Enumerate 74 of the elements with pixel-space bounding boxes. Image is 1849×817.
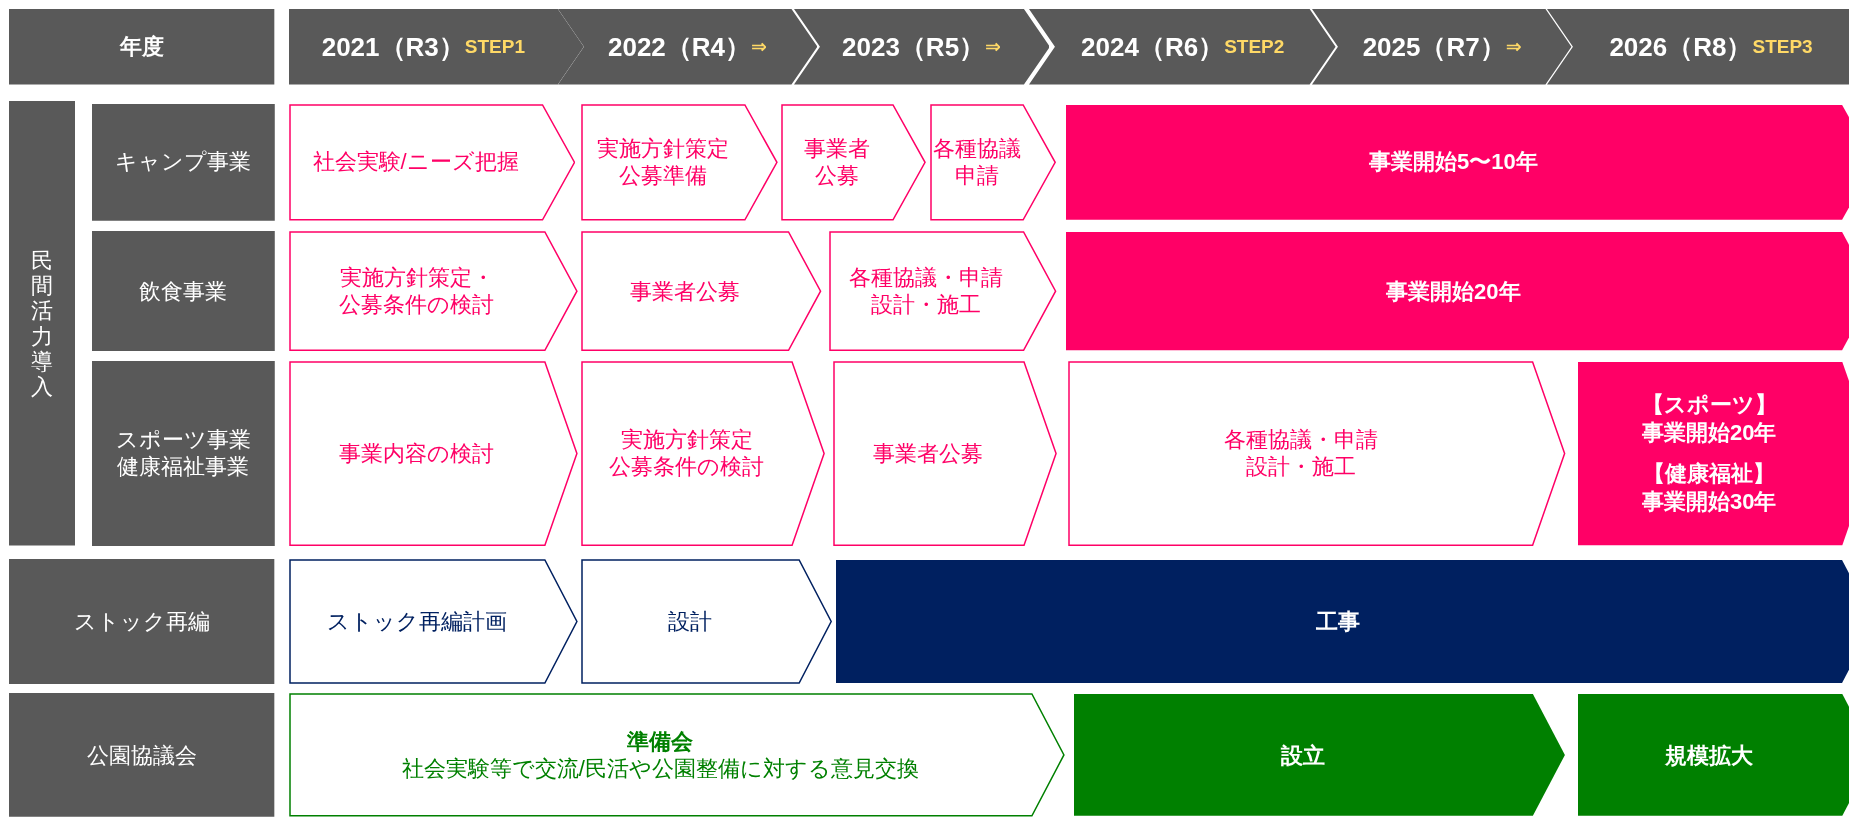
phase-box <box>832 360 1057 546</box>
step-label: ⇒ <box>1505 35 1522 60</box>
phase-label: 各種協議申請 <box>932 134 1021 190</box>
phase-label: 事業内容の検討 <box>339 439 495 468</box>
header-box <box>9 9 275 85</box>
year-box <box>1547 9 1849 85</box>
phase-box <box>581 231 822 352</box>
phase-box <box>1064 103 1849 221</box>
phase-label: 事業者公募 <box>873 439 984 468</box>
year-box <box>1029 9 1337 85</box>
phase-label: 設計 <box>668 607 713 636</box>
category-box <box>91 231 275 352</box>
category-label: 民間活力導入 <box>31 247 54 400</box>
phase-label: 社会実験等で交流/民活や公園整備に対する意見交換 <box>401 755 919 783</box>
year-box <box>1312 9 1572 85</box>
phase-box <box>930 103 1057 221</box>
category-box <box>91 103 275 221</box>
phase-box <box>288 231 578 352</box>
phase-box <box>288 693 1065 817</box>
category-box <box>9 693 275 817</box>
phase-label: 【健康福祉】事業開始30年 <box>1642 460 1777 516</box>
phase-label: 事業開始20年 <box>1386 277 1521 305</box>
year-label: 2024（R6） <box>1081 30 1225 64</box>
phase-box <box>1073 693 1566 817</box>
phase-box <box>828 231 1057 352</box>
phase-box <box>581 558 833 684</box>
phase-box <box>288 103 576 221</box>
phase-label: 社会実験/ニーズ把握 <box>312 148 519 176</box>
category-box <box>91 360 275 546</box>
phase-box <box>288 360 578 546</box>
phase-box <box>1064 231 1849 352</box>
phase-box <box>780 103 926 221</box>
category-label: ストック再編 <box>74 607 211 636</box>
phase-label: 事業開始5〜10年 <box>1369 148 1538 176</box>
step-label: ⇒ <box>751 35 767 60</box>
phase-label: 工事 <box>1316 607 1361 636</box>
category-label: 公園協議会 <box>87 741 198 770</box>
phase-box <box>581 360 826 546</box>
phase-label: 実施方針策定公募条件の検討 <box>609 425 765 481</box>
header-label: 年度 <box>120 33 165 61</box>
phase-box <box>834 558 1849 684</box>
phase-box <box>288 558 578 684</box>
phase-label: 設立 <box>1281 741 1325 770</box>
phase-label: 【スポーツ】事業開始20年 <box>1641 391 1777 447</box>
phase-label: 各種協議・申請設計・施工 <box>849 263 1004 319</box>
phase-label: 規模拡大 <box>1665 741 1754 770</box>
category-label: キャンプ事業 <box>115 148 252 176</box>
phase-label: 実施方針策定公募準備 <box>597 134 730 190</box>
category-label: スポーツ事業健康福祉事業 <box>115 425 251 481</box>
year-label: 2026（R8） <box>1609 30 1753 64</box>
phase-label: 各種協議・申請設計・施工 <box>1223 425 1378 481</box>
phase-heading: 準備会 <box>627 727 694 756</box>
step-label: STEP1 <box>464 35 525 60</box>
step-label: ⇒ <box>985 35 1002 60</box>
phase-box <box>1576 360 1849 546</box>
phase-box <box>1068 360 1566 546</box>
phase-label: 事業者公募 <box>803 134 870 190</box>
category-label: 飲食事業 <box>139 277 228 305</box>
year-label: 2025（R7） <box>1362 30 1506 64</box>
section-box <box>9 101 76 546</box>
step-label: STEP2 <box>1224 35 1285 60</box>
phase-box <box>1576 693 1849 817</box>
category-box <box>9 558 275 684</box>
year-label: 2022（R4） <box>607 30 752 64</box>
phase-label: 事業者公募 <box>630 277 741 305</box>
phase-label: 実施方針策定・公募条件の検討 <box>339 263 495 319</box>
year-box <box>557 9 818 85</box>
year-label: 2021（R3） <box>321 30 465 64</box>
phase-box <box>581 103 779 221</box>
year-box <box>793 9 1050 85</box>
year-box <box>288 9 584 85</box>
step-label: STEP3 <box>1752 35 1813 60</box>
year-label: 2023（R5） <box>842 30 986 64</box>
phase-label: ストック再編計画 <box>326 607 507 636</box>
